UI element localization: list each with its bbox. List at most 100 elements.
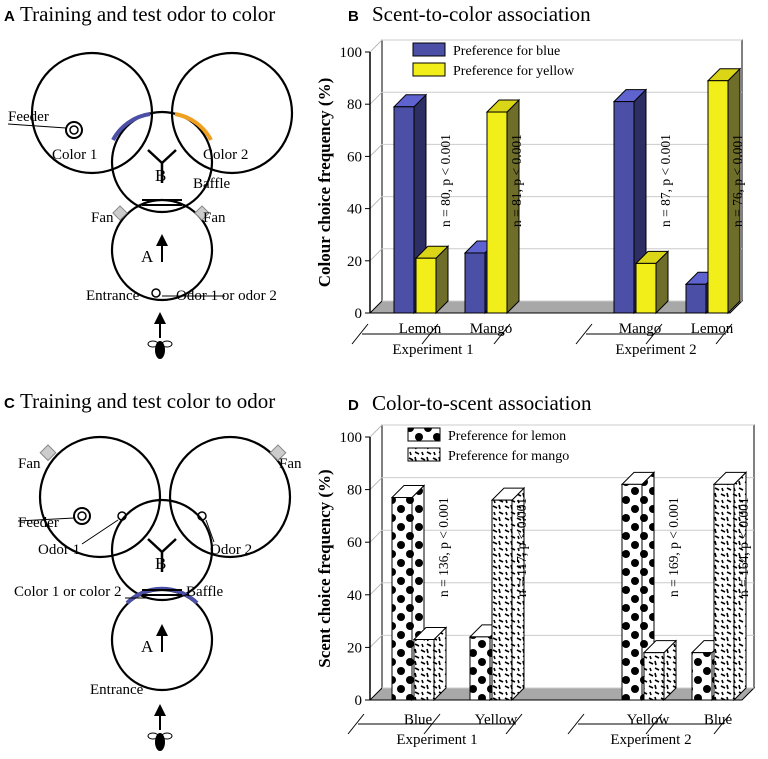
bar	[413, 639, 435, 701]
fan-icon	[194, 205, 210, 221]
x-tick-label: Yellow	[627, 712, 670, 728]
fan-left-label: Fan	[91, 210, 114, 226]
panel-b-title: Scent-to-color association	[372, 2, 591, 26]
entrance-label: Entrance	[86, 288, 140, 304]
x-tick-label: Yellow	[475, 712, 518, 728]
bar-annotation: n = 136, p < 0.001	[436, 497, 451, 597]
bar	[491, 499, 513, 701]
feeder-icon	[65, 121, 83, 139]
odor-label: Odor 1 or odor 2	[176, 288, 277, 304]
color2-label: Color 2	[203, 147, 248, 163]
group-tick	[715, 323, 733, 345]
chamber-b-circle	[110, 498, 214, 602]
y-tick-label: 20	[347, 254, 362, 270]
group-label: Experiment 1	[392, 342, 473, 358]
panel-a-letter: A	[4, 8, 15, 25]
y-tick-label: 100	[340, 430, 363, 446]
y-tick-label: 40	[347, 202, 362, 218]
panel-a: A Training and test odor to color Feeder…	[4, 2, 294, 359]
group-tick	[645, 713, 663, 735]
chamber-b-label: B	[155, 554, 166, 573]
group-label: Experiment 2	[610, 732, 691, 748]
gridline-depth	[369, 39, 383, 53]
gridline-depth	[369, 248, 383, 262]
legend-swatch	[412, 62, 446, 77]
y-tick-label: 80	[347, 483, 362, 499]
chamber-odor1-left	[38, 435, 162, 559]
feeder-icon	[73, 507, 91, 525]
y-axis-label: Colour choice frequency (%)	[315, 78, 334, 287]
bar	[713, 483, 735, 701]
bar	[415, 257, 437, 314]
panel-c: C Training and test color to odor Fan	[4, 389, 302, 751]
y-maze-icon	[147, 149, 177, 183]
y-tick-label: 0	[355, 306, 363, 322]
baffle-label: Baffle	[186, 584, 224, 600]
bar	[635, 262, 657, 314]
fan-right-label: Fan	[203, 210, 226, 226]
gridline-depth	[369, 144, 383, 157]
chamber-a-label: A	[141, 247, 154, 266]
group-tick	[421, 323, 439, 345]
legend-swatch	[412, 42, 446, 57]
gridline-depth	[369, 635, 383, 648]
group-tick	[505, 713, 523, 735]
chamber-a-label: A	[141, 637, 154, 656]
blue-color-arc	[125, 586, 199, 605]
x-tick-label: Mango	[470, 321, 513, 337]
fan-left-label: Fan	[18, 456, 41, 472]
fan-icon	[112, 205, 128, 221]
entrance-label: Entrance	[90, 682, 144, 698]
group-tick	[713, 713, 731, 735]
chamber-odor2-right	[168, 435, 292, 559]
fan-right-label: Fan	[279, 456, 302, 472]
feeder-label: Feeder	[8, 109, 49, 125]
bar-annotation: n = 87, p < 0.001	[658, 134, 673, 227]
legend-swatch	[407, 427, 441, 442]
gridline-depth	[369, 424, 383, 438]
y-tick-label: 80	[347, 97, 362, 113]
odor-port-icon	[197, 511, 207, 521]
y-tick-label: 0	[355, 693, 363, 709]
bee-icon	[147, 732, 173, 751]
bar	[393, 106, 415, 314]
group-label: Experiment 2	[615, 342, 696, 358]
panel-d-letter: D	[348, 397, 359, 414]
fan-icon	[269, 444, 287, 462]
bar	[469, 636, 491, 701]
panel-b-letter: B	[348, 8, 359, 25]
x-tick-label: Lemon	[399, 321, 442, 337]
bar	[613, 101, 635, 314]
bee-icon	[147, 340, 173, 359]
y-tick-label: 60	[347, 535, 362, 551]
legend-label: Preference for yellow	[453, 64, 575, 79]
bar-annotation: n = 76, p < 0.001	[730, 134, 745, 227]
gridline-depth	[369, 196, 383, 209]
x-tick-label: Blue	[704, 712, 733, 728]
gridline-depth	[369, 477, 383, 490]
feeder-label: Feeder	[18, 515, 59, 531]
blue-color-arc	[111, 112, 151, 142]
group-tick	[423, 713, 441, 735]
orange-color-arc	[174, 112, 213, 141]
bar-annotation: n = 117, p < 0.001	[514, 498, 529, 597]
color1-label: Color 1	[52, 147, 97, 163]
y-tick-label: 60	[347, 149, 362, 165]
bar-annotation: n = 81, p < 0.001	[509, 134, 524, 227]
bar-annotation: n = 164, p < 0.001	[736, 497, 751, 597]
y-axis-label: Scent choice frequency (%)	[315, 469, 334, 667]
bar	[464, 252, 486, 314]
baffle-label: Baffle	[193, 176, 231, 192]
bar	[621, 483, 643, 701]
fan-icon	[39, 444, 57, 462]
x-tick-label: Lemon	[691, 321, 734, 337]
bar	[643, 652, 665, 701]
group-tick	[351, 323, 369, 345]
chamber-b-circle	[110, 110, 214, 214]
panel-c-title: Training and test color to odor	[20, 389, 275, 413]
x-tick-label: Mango	[619, 321, 662, 337]
group-tick	[567, 713, 585, 735]
